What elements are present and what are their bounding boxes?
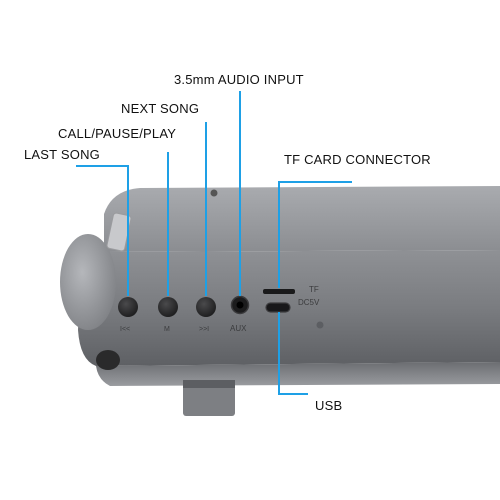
tf-card-slot[interactable]: [263, 289, 295, 294]
soundbar-stand: [183, 380, 235, 416]
mark-btn2: M: [164, 326, 170, 333]
mark-tf: TF: [309, 285, 319, 294]
callout-usb: USB: [315, 398, 343, 413]
callout-last-song: LAST SONG: [24, 147, 100, 162]
last-song-button[interactable]: [118, 297, 138, 317]
soundbar-end-cap: [60, 234, 116, 330]
mark-aux: AUX: [230, 324, 247, 333]
call-pause-play-button[interactable]: [158, 297, 178, 317]
callout-audio-input: 3.5mm AUDIO INPUT: [174, 72, 304, 87]
soundbar-bottom-bevel: [96, 362, 500, 386]
soundbar-top-face: [104, 186, 500, 252]
mark-dc: DC5V: [298, 298, 320, 307]
callout-line-usb: [278, 312, 308, 395]
mark-btn1: I<<: [120, 326, 130, 333]
next-song-button[interactable]: [196, 297, 216, 317]
callout-line-last-song: [76, 165, 129, 296]
callout-tf-card: TF CARD CONNECTOR: [284, 152, 431, 167]
callout-call-pause-play: CALL/PAUSE/PLAY: [58, 126, 177, 141]
callout-next-song: NEXT SONG: [121, 101, 200, 116]
mark-btn3: >>I: [199, 326, 209, 333]
usb-port[interactable]: [265, 302, 291, 313]
callout-line-tf-card: [278, 181, 352, 288]
callout-lines: [76, 91, 352, 395]
led-indicator: [316, 321, 324, 329]
